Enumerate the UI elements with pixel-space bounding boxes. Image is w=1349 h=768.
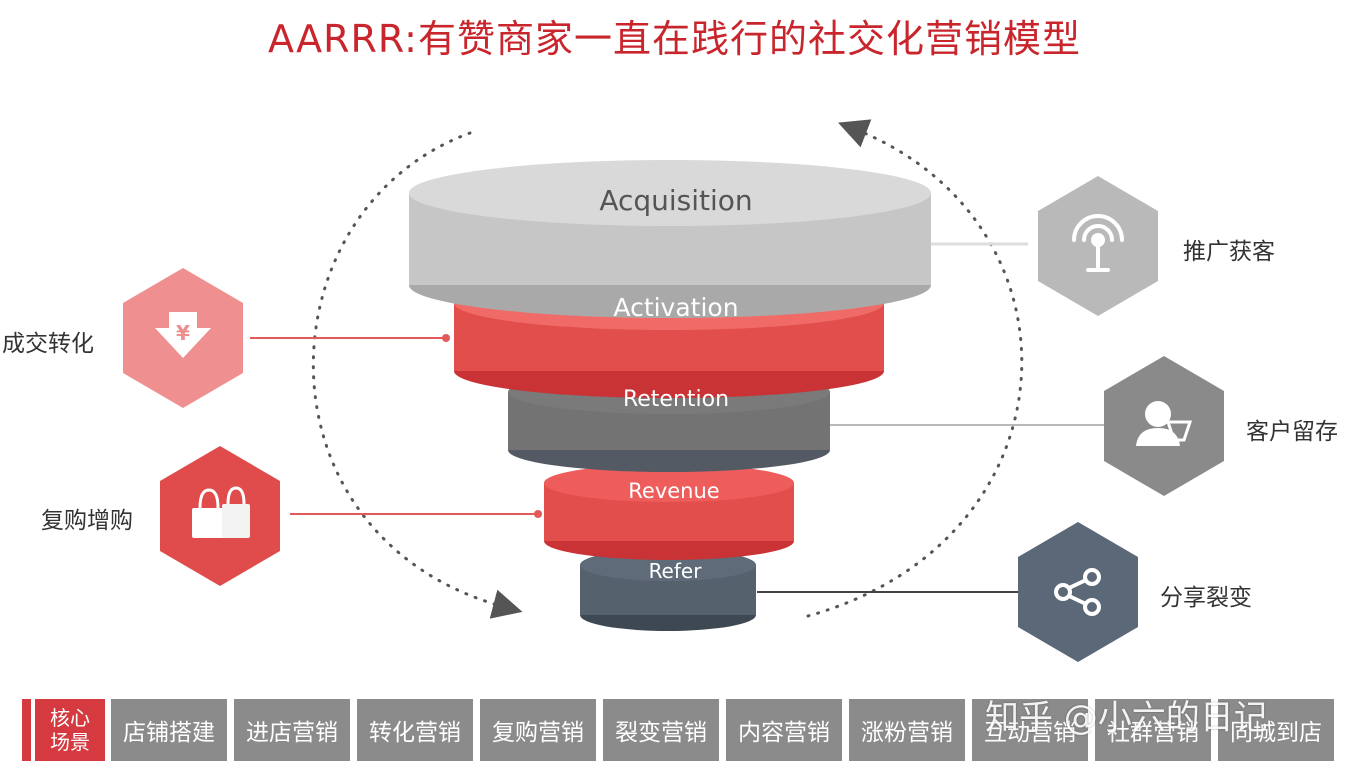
tier-label-activation: Activation [613,293,739,322]
scene-interaction: 互动营销 [972,699,1088,761]
share-icon [1054,568,1101,616]
scene-community: 社群营销 [1095,699,1211,761]
page-title: AARRR:有赞商家一直在践行的社交化营销模型 [268,17,1081,61]
scene-store-entry: 进店营销 [234,699,350,761]
scene-content: 内容营销 [726,699,842,761]
hex-retention [1104,356,1224,496]
core-scenes-bar: 核心场景 店铺搭建 进店营销 转化营销 复购营销 裂变营销 内容营销 涨粉营销 … [22,699,1341,761]
scene-followers: 涨粉营销 [849,699,965,761]
customer-icon [1136,401,1193,446]
yuan-download-icon: ¥ [155,312,211,358]
tier-label-revenue: Revenue [628,479,720,503]
label-share-fission: 分享裂变 [1160,585,1252,611]
scene-repurchase: 复购营销 [480,699,596,761]
shopping-bags-icon [192,486,250,538]
tier-label-acquisition: Acquisition [599,184,753,217]
hex-refer [1018,522,1138,662]
hex-revenue [160,446,280,586]
tier-label-retention: Retention [622,387,730,412]
label-repurchase: 复购增购 [41,508,133,534]
label-promotion-acquisition: 推广获客 [1183,239,1275,265]
scene-local-store: 同城到店 [1218,699,1334,761]
label-deal-conversion: 成交转化 [2,331,94,357]
cycle-arrow-right [806,119,1024,618]
tier-label-refer: Refer [648,559,702,583]
watermark: 知乎 @小六的日记 [985,698,1268,738]
cycle-arrow-left [311,131,523,619]
funnel-tier-revenue [544,464,794,560]
hex-acquisition [1038,176,1158,316]
scene-fission: 裂变营销 [603,699,719,761]
scene-store-setup: 店铺搭建 [111,699,227,761]
core-tag-accent [22,699,31,761]
funnel-tier-acquisition [409,160,931,318]
funnel [409,160,931,631]
broadcast-icon [1072,214,1124,272]
svg-text:¥: ¥ [176,321,190,345]
hex-activation: ¥ [123,268,243,408]
core-scenes-label: 核心场景 [35,699,105,761]
label-customer-retention: 客户留存 [1246,419,1338,445]
scene-conversion: 转化营销 [357,699,473,761]
